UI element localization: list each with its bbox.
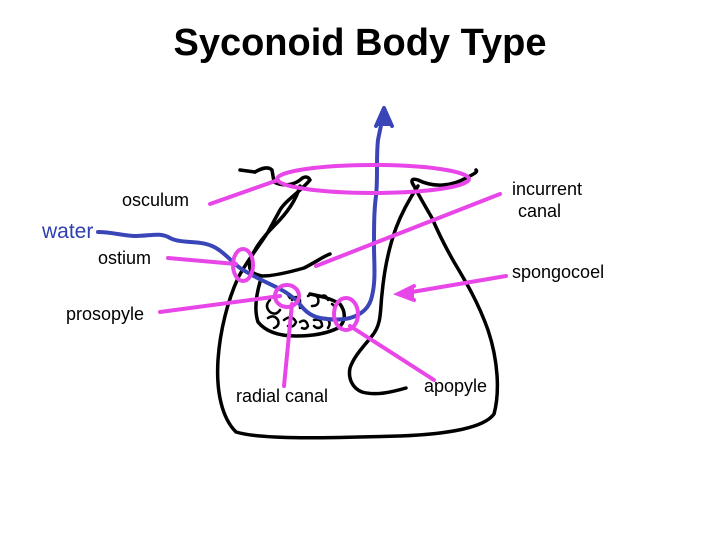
diagram-title: Syconoid Body Type (173, 22, 547, 64)
inner-wall-right (347, 184, 420, 396)
water-path-line (96, 110, 386, 322)
label-incurrent-line2: canal (518, 201, 562, 221)
label-radial-canal: radial canal (236, 386, 329, 406)
label-incurrent-canal: incurrent canal (512, 178, 582, 222)
water-arrow-head (374, 106, 394, 128)
outer-wall (215, 166, 500, 440)
label-ostium: ostium (98, 248, 152, 268)
prosopyle-pointer (158, 294, 282, 314)
osculum-ring (275, 163, 471, 195)
label-water: water (42, 220, 94, 243)
water-flow-path (96, 106, 394, 322)
apopyle-pointer (348, 324, 436, 382)
pointer-lines (158, 163, 508, 388)
incurrent-canal-pointer (314, 192, 502, 268)
radial-canal-pointer (282, 302, 294, 388)
label-spongocoel: spongocoel (512, 262, 605, 282)
label-osculum: osculum (122, 190, 190, 210)
label-prosopyle: prosopyle (66, 304, 145, 324)
label-apopyle: apopyle (424, 376, 488, 396)
apopyle-circle (332, 296, 360, 332)
label-incurrent-line1: incurrent (512, 179, 583, 199)
osculum-pointer (208, 178, 280, 206)
spongocoel-pointer (398, 274, 508, 296)
spongocoel-arrow-head (393, 284, 416, 302)
ostium-pointer (166, 256, 238, 266)
